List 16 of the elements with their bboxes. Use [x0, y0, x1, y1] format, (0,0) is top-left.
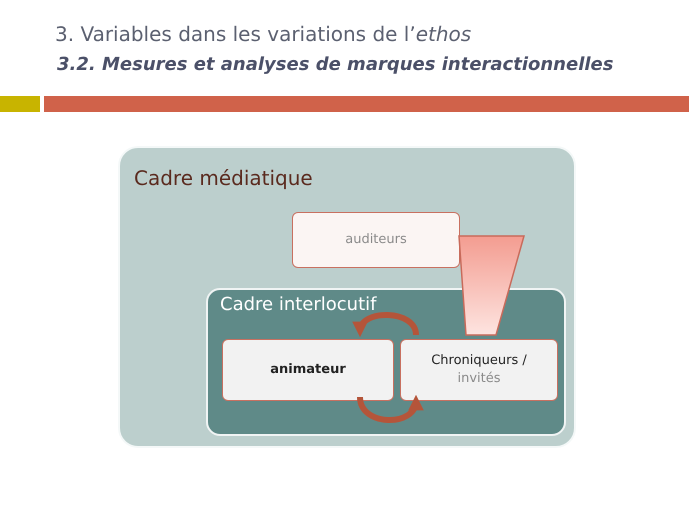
inner-frame — [206, 288, 566, 436]
curved-arrow — [354, 312, 419, 338]
role-box — [222, 339, 394, 401]
slide-title: 3. Variables dans les variations de l’ethos — [55, 22, 472, 46]
frame-heading: Cadre interlocutif — [220, 294, 376, 315]
outer-frame — [118, 146, 576, 448]
box-label: auditeurs — [345, 231, 407, 249]
box-label: animateur — [270, 361, 346, 379]
box-label: Chroniqueurs / — [431, 352, 527, 370]
funnel-connector — [458, 235, 525, 336]
slide-subtitle: 3.2. Mesures et analyses de marques interactionnelles — [57, 54, 614, 75]
role-box — [292, 212, 460, 268]
frame-heading: Cadre médiatique — [134, 166, 313, 190]
box-label: invités — [457, 370, 501, 388]
curved-arrow — [357, 394, 422, 423]
role-box — [400, 339, 558, 401]
